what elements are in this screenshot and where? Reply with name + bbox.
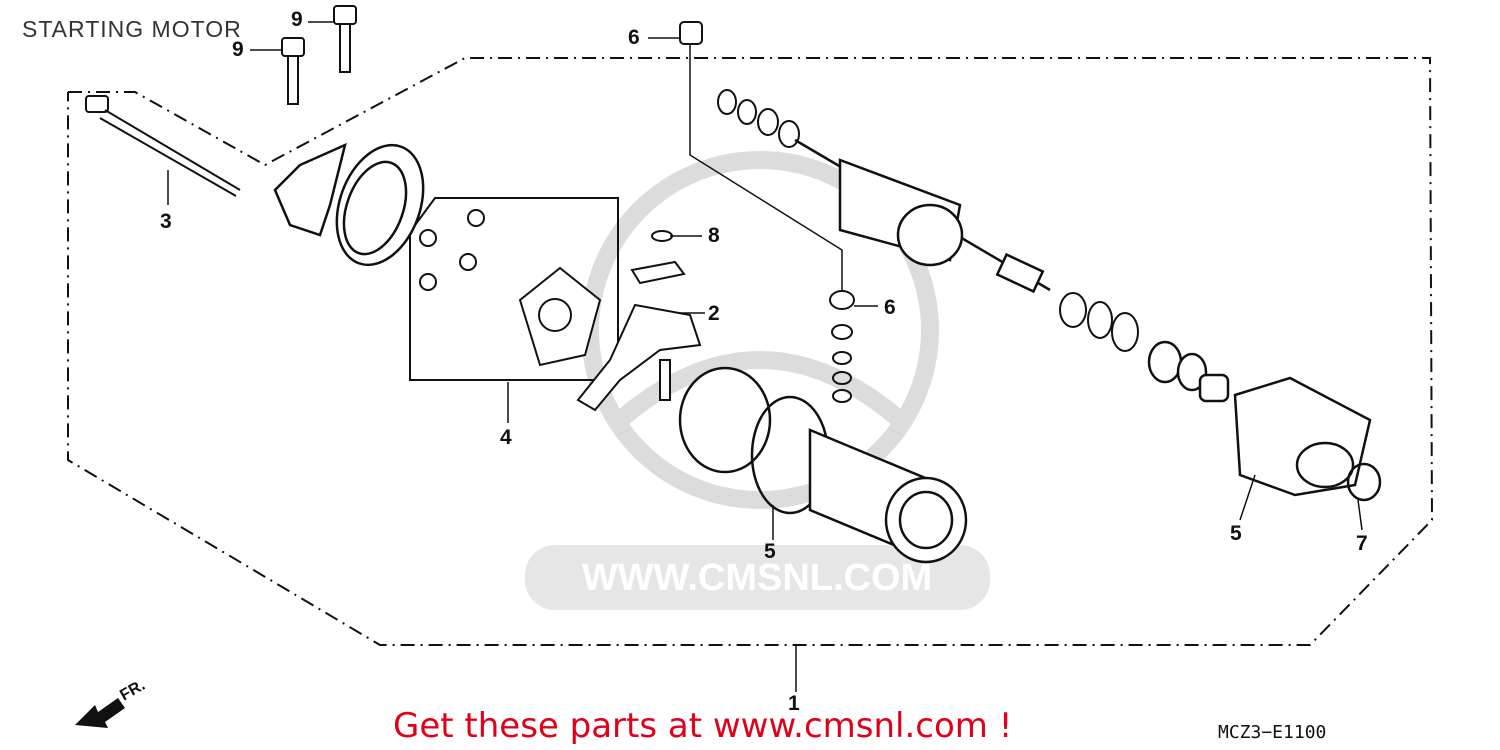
front-direction-arrow — [75, 698, 125, 728]
yoke-housing — [678, 366, 968, 564]
callout-5-housing: 5 — [764, 540, 776, 563]
promo-link[interactable]: Get these parts at www.cmsnl.com ! — [393, 706, 1013, 746]
callout-2: 2 — [708, 302, 720, 325]
callout-7: 7 — [1356, 532, 1368, 555]
brush-terminal — [576, 230, 702, 412]
assembly-outline — [67, 57, 1434, 646]
rear-cover — [273, 142, 425, 267]
leader-lines — [167, 21, 1363, 692]
diagram-code: MCZ3−E1100 — [1218, 722, 1327, 743]
washers — [679, 21, 1139, 403]
callout-1: 1 — [788, 692, 800, 715]
brush-holder-outline — [409, 197, 619, 381]
brush-holder-parts — [419, 209, 602, 367]
callout-8: 8 — [708, 224, 720, 247]
callout-6-top: 6 — [628, 26, 640, 49]
callout-9-lower: 9 — [232, 38, 244, 61]
watermark-url: WWW.CMSNL.COM — [582, 557, 932, 599]
callout-4: 4 — [500, 426, 512, 449]
callout-6-middle: 6 — [884, 296, 896, 319]
diagram-title: STARTING MOTOR — [22, 16, 242, 42]
armature — [794, 138, 1051, 294]
callout-9-upper: 9 — [291, 8, 303, 31]
through-bolt — [85, 95, 241, 197]
flange-bolts — [281, 5, 357, 105]
callout-5-cover: 5 — [1230, 522, 1242, 545]
watermark-url-banner — [525, 545, 990, 610]
front-cover — [1147, 340, 1382, 502]
callout-3: 3 — [160, 210, 172, 233]
